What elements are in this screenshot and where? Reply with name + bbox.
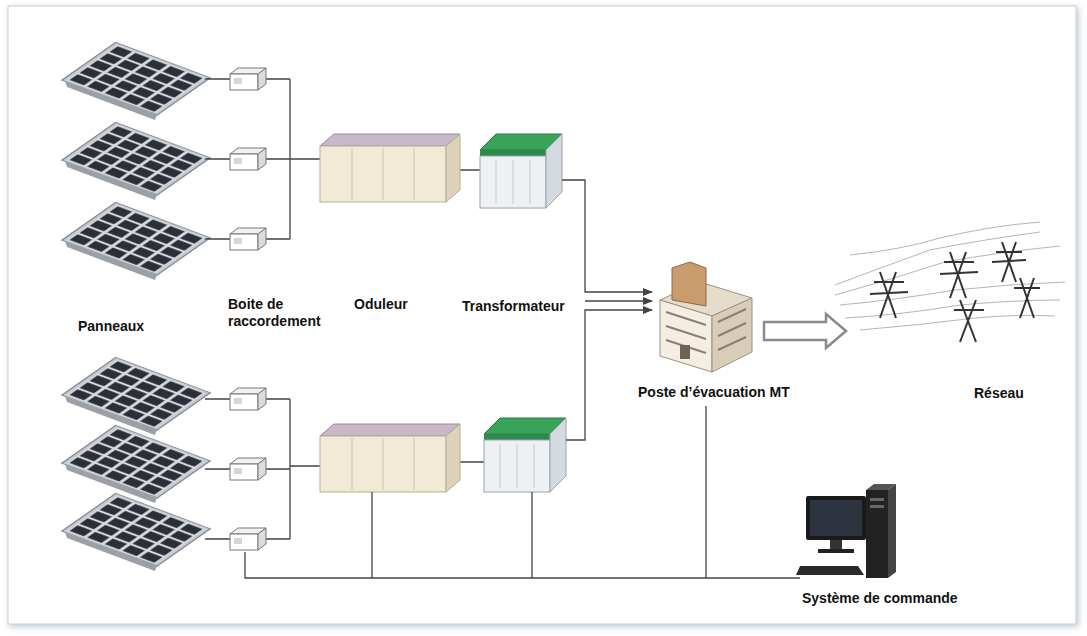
component-label: Poste d’évacuation MT — [636, 384, 792, 401]
inverter — [320, 424, 460, 492]
transformer — [480, 134, 562, 208]
component-label: Panneaux — [76, 318, 146, 335]
component-label: Système de commande — [800, 590, 960, 607]
dc-wiring — [205, 79, 484, 539]
frame — [8, 6, 1076, 624]
component-label: Boite de raccordement — [226, 296, 338, 330]
power-lines — [835, 222, 1065, 330]
component-label: Transformateur — [460, 298, 567, 315]
component-label: Réseau — [972, 385, 1026, 402]
pylons — [870, 242, 1040, 342]
inverter — [320, 134, 460, 202]
transformer — [484, 418, 566, 492]
component-label: Oduleur — [352, 296, 410, 313]
flow-arrow — [764, 314, 846, 348]
mv-feeders — [562, 180, 652, 440]
control-bus — [245, 406, 800, 578]
computer — [796, 484, 896, 578]
solar-panels — [62, 42, 210, 571]
substation-building — [660, 262, 752, 372]
